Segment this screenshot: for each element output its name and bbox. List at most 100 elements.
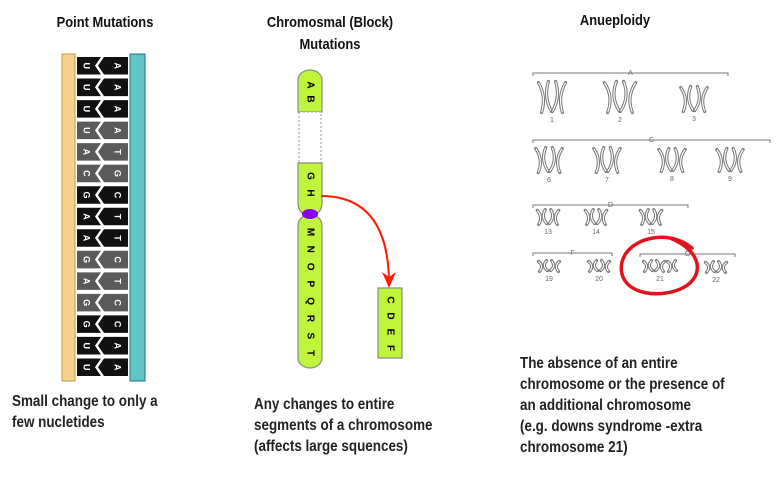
segment-letter: B: [304, 95, 315, 102]
chromatid-inner: [550, 260, 560, 272]
chromosome: [550, 79, 568, 115]
base-letter-left: U: [82, 106, 92, 113]
chromosome-label: 13: [544, 229, 552, 236]
group-letter: D: [608, 202, 613, 209]
base-letter-right: A: [113, 63, 123, 70]
base-letter-left: A: [82, 149, 92, 156]
base-left: [77, 250, 101, 269]
title-block-line2: Mutations: [299, 36, 361, 53]
translocation-arrow: [320, 195, 390, 283]
base-letter-left: A: [82, 278, 92, 285]
base-left: [77, 358, 101, 376]
base-left: [77, 315, 101, 333]
chromosome: [657, 146, 673, 174]
base-right: [98, 272, 128, 290]
chromatid-inner: [548, 209, 560, 225]
base-right: [98, 143, 128, 161]
base-right: [98, 293, 128, 312]
chromatid-inner: [643, 260, 653, 272]
base-left: [77, 78, 101, 97]
chromosome: [547, 208, 561, 226]
base-right: [98, 100, 128, 118]
base-right: [98, 186, 128, 204]
base-letter-right: G: [113, 170, 123, 177]
base-letter-left: U: [82, 127, 92, 134]
base-letter-left: G: [82, 299, 92, 306]
base-letter-left: G: [82, 321, 92, 328]
segment-letter: N: [304, 246, 315, 253]
base-left: [77, 293, 101, 312]
chromatid-inner: [588, 260, 598, 272]
base-letter-right: A: [113, 364, 123, 371]
chromosome: [592, 145, 608, 175]
segment-letter: M: [304, 228, 315, 236]
segment-letter: O: [304, 263, 315, 271]
chromatid-inner: [705, 261, 715, 273]
chromosome-label: 6: [547, 177, 551, 184]
chromatid-inner: [639, 209, 651, 225]
caption-line: Small change to only a: [12, 393, 158, 410]
base-right: [98, 229, 128, 247]
segment-letter: H: [304, 189, 315, 196]
chromatid-inner: [619, 81, 637, 113]
caption-line: an additional chromosome: [520, 397, 692, 414]
chromosome-label: 19: [545, 276, 553, 283]
base-letter-left: U: [82, 342, 92, 349]
segment-letter: S: [304, 332, 315, 339]
group-letter: G: [685, 251, 690, 258]
moved-fragment: [377, 287, 403, 359]
chromosome: [586, 259, 600, 273]
base-right: [98, 315, 128, 333]
chromosome-label: 20: [595, 276, 603, 283]
chromosome-label: 15: [647, 229, 655, 236]
base-letter-right: A: [113, 106, 123, 113]
base-right: [98, 336, 128, 355]
base-left: [77, 100, 101, 118]
chromosome: [536, 259, 550, 273]
chromosome: [534, 145, 550, 175]
chromosome-label: 2: [618, 117, 622, 124]
chromatid-inner: [716, 148, 730, 172]
group-bracket: [639, 253, 736, 257]
chromosome: [638, 208, 652, 226]
group-bracket: [532, 139, 771, 143]
segment-top: [297, 69, 323, 113]
chromatid-inner: [584, 209, 596, 225]
chromosome: [653, 259, 667, 273]
chromosome-label: 1: [550, 117, 554, 124]
chromosome: [693, 84, 709, 114]
chromosome-label: 21: [656, 276, 664, 283]
chromatid-inner: [596, 209, 608, 225]
caption-line: chromosome 21): [520, 439, 628, 456]
chromatid-inner: [672, 148, 686, 172]
base-left: [77, 272, 101, 290]
base-right: [98, 57, 128, 75]
chromatid-inner: [549, 147, 563, 173]
chromatid-inner: [717, 261, 727, 273]
fragment-letter: E: [384, 329, 395, 336]
title-point-mutations: Point Mutations: [56, 14, 154, 31]
chromatid-inner: [536, 209, 548, 225]
base-left: [77, 207, 101, 226]
chromosome: [548, 259, 562, 273]
base-left: [77, 229, 101, 247]
chromatid-inner: [535, 147, 549, 173]
base-letter-left: G: [82, 256, 92, 263]
left-strand: [61, 53, 76, 382]
caption-line: segments of a chromosome: [254, 417, 433, 434]
chromatid-inner: [538, 260, 548, 272]
base-letter-left: U: [82, 84, 92, 91]
chromatid-inner: [600, 260, 610, 272]
chromatid-inner: [655, 260, 665, 272]
chromosome-label: 9: [728, 176, 732, 183]
base-letter-left: A: [82, 235, 92, 242]
segment-letter: R: [304, 315, 315, 323]
chromatid-inner: [551, 81, 567, 113]
caption-line: few nucletides: [12, 414, 105, 431]
caption-line: The absence of an entire: [520, 355, 678, 372]
chromatid-inner: [651, 209, 663, 225]
base-letter-right: T: [113, 214, 123, 220]
